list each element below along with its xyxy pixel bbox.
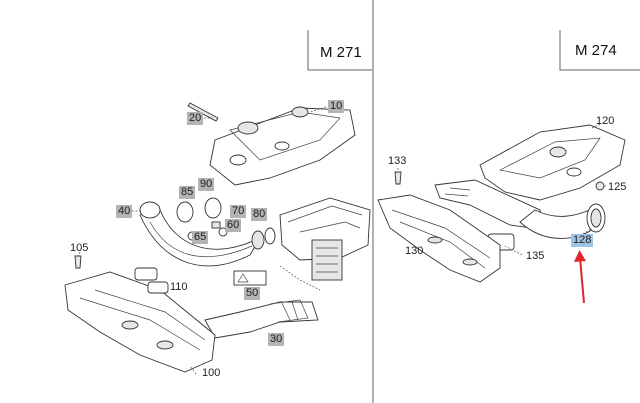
grommet-110a xyxy=(134,267,158,281)
leader-10 xyxy=(309,106,327,113)
callout-30[interactable]: 30 xyxy=(268,333,285,346)
callout-128[interactable]: 128 xyxy=(571,234,594,247)
callout-110[interactable]: 110 xyxy=(170,281,188,293)
leader-120 xyxy=(591,123,601,129)
air-filter-housing-m271 xyxy=(279,197,371,281)
leader-105 xyxy=(77,251,81,257)
callout-65[interactable]: 65 xyxy=(192,231,209,244)
bolt-133 xyxy=(394,171,402,185)
callout-135[interactable]: 135 xyxy=(526,250,545,262)
callout-100[interactable]: 100 xyxy=(202,367,221,379)
leader-50 xyxy=(279,265,321,291)
bolt-105 xyxy=(74,255,82,269)
engine-cover-m274 xyxy=(479,124,626,201)
callout-40[interactable]: 40 xyxy=(116,205,133,218)
callout-130[interactable]: 130 xyxy=(405,245,424,257)
model-label-m274: M 274 xyxy=(575,42,617,59)
callout-20[interactable]: 20 xyxy=(187,112,204,125)
air-hose-m271 xyxy=(139,201,265,267)
m274-label-frame xyxy=(559,30,640,71)
undertray-m271 xyxy=(64,271,216,373)
callout-120[interactable]: 120 xyxy=(596,115,615,127)
leader-100 xyxy=(189,365,197,375)
callout-60[interactable]: 60 xyxy=(225,219,242,232)
callout-80[interactable]: 80 xyxy=(251,208,268,221)
model-label-m271: M 271 xyxy=(320,44,362,61)
callout-70[interactable]: 70 xyxy=(230,205,247,218)
grommet-110b xyxy=(147,281,169,294)
intake-duct-m274 xyxy=(434,179,606,239)
leader-128 xyxy=(579,227,593,237)
callout-10[interactable]: 10 xyxy=(328,100,345,113)
ring-90 xyxy=(204,197,222,219)
plug-125 xyxy=(595,181,605,191)
callout-125[interactable]: 125 xyxy=(608,181,627,193)
clamp-85 xyxy=(176,201,194,223)
callout-50[interactable]: 50 xyxy=(244,287,261,300)
callout-85[interactable]: 85 xyxy=(179,186,196,199)
callout-90[interactable]: 90 xyxy=(198,178,215,191)
m271-label-frame xyxy=(307,30,372,71)
undertray-m274 xyxy=(377,194,501,283)
engine-cover-m271 xyxy=(209,106,356,186)
intake-duct-m271 xyxy=(204,299,319,339)
warning-label xyxy=(233,270,267,286)
callout-105[interactable]: 105 xyxy=(70,242,89,254)
highlight-arrow xyxy=(574,250,586,304)
ring-80 xyxy=(264,227,276,245)
clip-70 xyxy=(211,221,221,229)
warning-triangle-icon xyxy=(237,273,249,283)
callout-133[interactable]: 133 xyxy=(388,155,407,167)
